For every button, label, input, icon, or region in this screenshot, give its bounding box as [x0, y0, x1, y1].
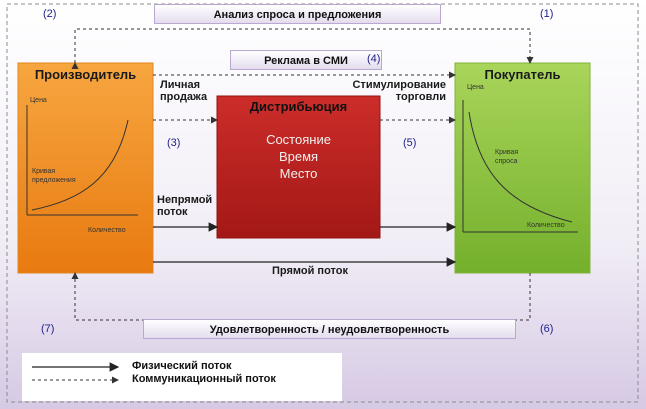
direct-flow-label: Прямой поток: [272, 265, 348, 277]
satisfaction-label: Удовлетворенность / неудовлетворенность: [209, 324, 450, 336]
distribution-attribute-state: Состояние: [266, 132, 331, 147]
legend-physical-label: Физический поток: [132, 360, 232, 372]
personal-selling-label-1: Личная: [160, 79, 201, 91]
distribution-box-shape: [216, 95, 381, 239]
legend-box: [22, 353, 342, 401]
distribution-attribute-time: Время: [278, 149, 319, 164]
supply-curve-label-2: предложения: [32, 177, 76, 184]
demand-analysis-label: Анализ спроса и предложения: [213, 9, 382, 21]
advertising-banner: Реклама в СМИ: [230, 50, 382, 70]
demand-analysis-connector: [71, 28, 534, 69]
sales-promotion-label-2: торговли: [395, 91, 446, 103]
demand-analysis-banner: Анализ спроса и предложения: [154, 4, 441, 24]
demand-curve: [468, 111, 573, 223]
sales-promotion-label-1: Стимулирование: [352, 79, 446, 91]
buyer-title: Покупатель: [484, 67, 561, 82]
demand-curve-label-2: спроса: [495, 158, 518, 165]
marker-5: (5): [403, 137, 417, 149]
marker-1: (1): [540, 8, 554, 20]
legend-communication-label: Коммуникационный поток: [132, 373, 276, 385]
demand-curve-label-1: Кривая: [495, 149, 519, 156]
distribution-title: Дистрибьюция: [249, 99, 348, 114]
indirect-flow-label-1: Непрямой: [157, 194, 213, 206]
satisfaction-banner: Удовлетворенность / неудовлетворенность: [143, 319, 516, 339]
marker-7: (7): [41, 323, 55, 335]
producer-box-shape: [17, 62, 154, 274]
distribution-attribute-place: Место: [279, 166, 318, 181]
supply-y-label: Цена: [30, 97, 47, 104]
marker-4: (4): [367, 53, 381, 65]
demand-y-label: Цена: [467, 84, 484, 91]
marker-3: (3): [167, 137, 181, 149]
personal-selling-label-2: продажа: [160, 91, 208, 103]
advertising-label: Реклама в СМИ: [264, 55, 348, 67]
supply-curve: [31, 119, 129, 211]
indirect-flow-label-2: поток: [157, 206, 188, 218]
demand-x-label: Количество: [527, 222, 565, 229]
supply-x-label: Количество: [88, 227, 126, 234]
producer-title: Производитель: [34, 67, 137, 82]
supply-curve-label-1: Кривая: [32, 168, 56, 175]
buyer-box-shape: [454, 62, 591, 274]
marker-2: (2): [43, 8, 57, 20]
marker-6: (6): [540, 323, 554, 335]
